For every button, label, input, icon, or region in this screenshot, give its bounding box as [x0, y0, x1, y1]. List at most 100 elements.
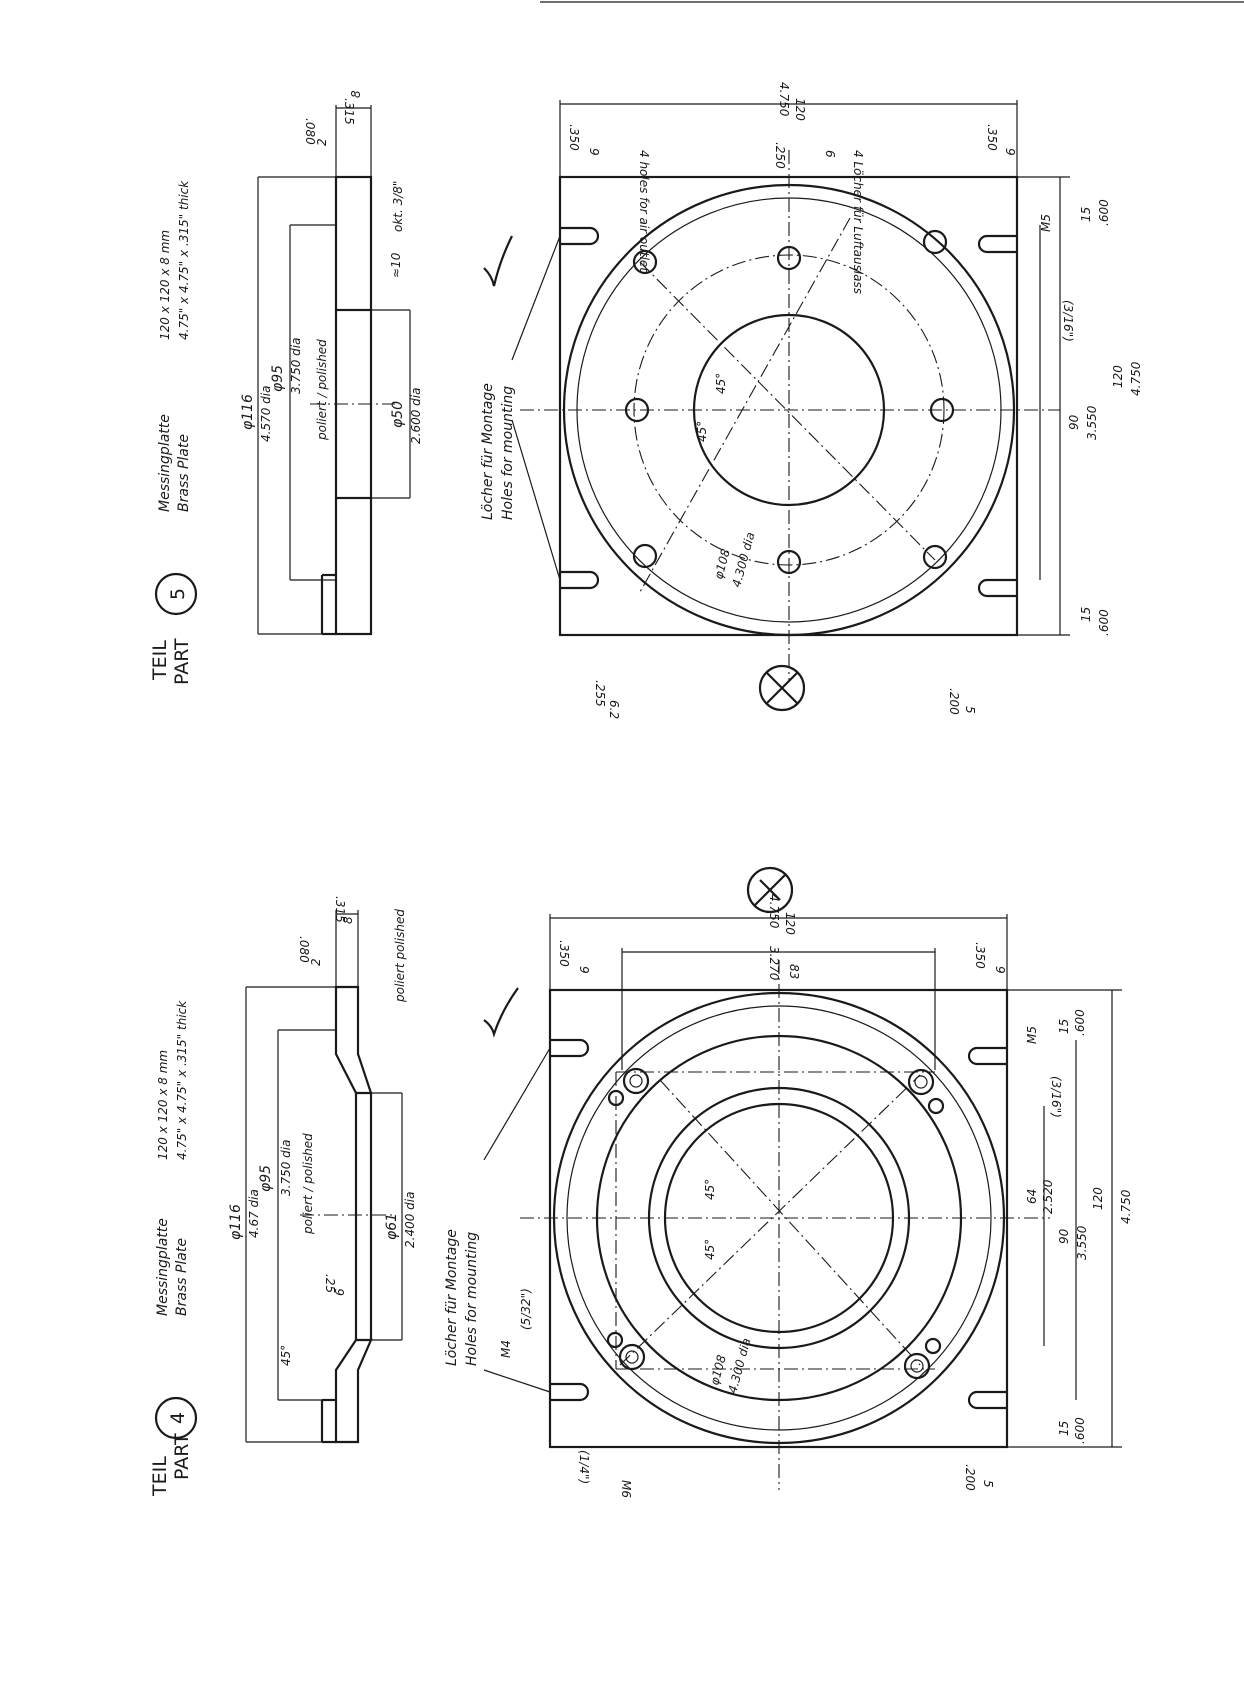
part-5-v90-in: 3.550: [1085, 405, 1099, 440]
part-5-mid-dia-in: 3.750 dia: [289, 338, 303, 394]
part-5-air-hole[interactable]: [922, 229, 948, 255]
part-5-air-hole[interactable]: [776, 245, 802, 271]
part-4-h120: 120: [1091, 1187, 1105, 1210]
part-5-title-en: Brass Plate: [176, 434, 192, 512]
part-4-thickness-mm: 8: [341, 916, 355, 924]
part-4-h120-in: 4.750: [1119, 1189, 1133, 1224]
part-5-offset-mm-top: 15: [1079, 207, 1093, 222]
part-4-outer-dia-in: 4.67 dia: [247, 1189, 261, 1238]
part-5-mount-note-en: Holes for mounting: [500, 386, 516, 520]
part-5-thread-in: (3/16"): [1061, 300, 1075, 342]
part-5-mount-hole[interactable]: [560, 570, 600, 590]
part-4-v64: 64: [1025, 1189, 1039, 1204]
part-5-mount-hole[interactable]: [977, 234, 1017, 254]
part-5-teil-label: TEIL: [149, 640, 171, 681]
part-4-cross-section: 8 .315 2 .080 φ116 4.67 dia φ95 3.750 di…: [228, 896, 417, 1444]
part-5-offset-mm-bottom: 15: [1079, 607, 1093, 622]
part-5-air-hole[interactable]: [624, 397, 650, 423]
part-4-ring-hole[interactable]: [903, 1352, 931, 1380]
part-5-angle-b: 45°: [695, 421, 709, 442]
part-5-inner-dia-in: 2.600 dia: [409, 388, 423, 444]
part-4-small-hole[interactable]: [606, 1331, 624, 1349]
part-4-step-in: .080: [297, 936, 311, 963]
part-5-air-hole[interactable]: [632, 543, 658, 569]
part-4-title-block: TEIL PART 4 Messingplatte Brass Plate 12…: [149, 1000, 198, 1497]
part-5-v90: 90: [1067, 414, 1081, 430]
part-4-title-de: Messingplatte: [155, 1218, 171, 1316]
part-5-edge-in-left: .350: [567, 124, 581, 151]
part-4-edge-mm-left: 9: [577, 966, 591, 974]
part-5-outer-dia: φ116: [240, 394, 256, 430]
part-4-angle-b: 45°: [703, 1239, 717, 1260]
part-4-inner-mm: 83: [787, 964, 801, 979]
part-5-inner-dia: φ50: [390, 401, 406, 428]
part-4-thread-top-in: (3/16"): [1049, 1076, 1063, 1118]
part-4-v90: 90: [1057, 1228, 1071, 1244]
part-5-number: 5: [167, 588, 189, 600]
part-4-size-mm: 120 x 120 x 8 mm: [156, 1050, 170, 1160]
part-4-thread-side-in: (5/32"): [519, 1288, 533, 1330]
part-5-ok-note: okt. 3/8": [391, 181, 405, 232]
part-5-crossed-circle-mark: [758, 664, 806, 712]
part-5-cross-section: 8 .315 2 .080 φ116 4.570 dia φ95 3.750 d…: [240, 90, 423, 636]
part-4-edge-in-left: .350: [557, 940, 571, 967]
part-5-section-hatch-bottom: [334, 496, 373, 636]
part-4-step-mm: 2: [309, 958, 323, 966]
part-5-bottom-b: 5: [963, 706, 977, 714]
part-5-check-mark: [483, 235, 513, 287]
part-5-part-label: PART: [171, 638, 193, 685]
part-4-ring-hole[interactable]: [910, 1359, 924, 1373]
part-4-ring-hole[interactable]: [629, 1074, 643, 1088]
part-4-pcd-mm: φ108: [707, 1353, 729, 1387]
part-4-teil-label: TEIL: [149, 1456, 171, 1497]
part-5-offset-in-top: .600: [1097, 199, 1111, 226]
part-4-v90-in: 3.550: [1075, 1225, 1089, 1260]
part-4-section-hatch-bottom: [334, 1338, 373, 1444]
part-5-size-in: 4.75" x 4.75" x .315" thick: [177, 180, 191, 340]
part-4-edge-mm-right: 9: [993, 966, 1007, 974]
part-4-inner-dia: φ61: [384, 1213, 400, 1240]
part-5-number-circle: [154, 572, 198, 616]
part-4-step2-mm: 6: [333, 1288, 347, 1296]
part-5-offset-in-bottom: .600: [1097, 609, 1111, 636]
part-4-offset-mm-top: 15: [1057, 1019, 1071, 1034]
part-5-bottom-b-in: .200: [947, 688, 961, 715]
part-5-pcd-mm: φ108: [711, 547, 733, 581]
part-4-mount-note-en: Holes for mounting: [464, 1232, 480, 1366]
part-5-plan-view: 120 4.750 9 .350 9 .350 4 Löcher für Luf…: [480, 82, 1143, 719]
part-4-ring-hole[interactable]: [625, 1350, 639, 1364]
part-4-ring-hole[interactable]: [618, 1343, 646, 1371]
part-5-mount-holes: [560, 226, 1017, 598]
part-4-bottom-b-in: .200: [963, 1464, 977, 1491]
part-5-mount-hole[interactable]: [560, 226, 600, 246]
part-5-hole-size-mm: 6: [823, 150, 837, 158]
part-4-v64-in: 2.520: [1041, 1179, 1055, 1214]
part-4-small-hole[interactable]: [607, 1089, 625, 1107]
part-4-ring-hole[interactable]: [907, 1068, 935, 1096]
part-4-ring-hole[interactable]: [622, 1067, 650, 1095]
part-4-mount-hole[interactable]: [967, 1046, 1007, 1066]
part-4-mount-hole[interactable]: [550, 1038, 590, 1058]
part-4-thread-bottom-in: (1/4"): [577, 1450, 591, 1484]
part-4-pcd-in: 4.300 dia: [725, 1337, 753, 1395]
part-5-mount-hole[interactable]: [977, 578, 1017, 598]
part-4-size-in: 4.75" x 4.75" x .315" thick: [175, 1000, 189, 1160]
part-4-mount-holes: [550, 1038, 1007, 1410]
part-5-edge-mm-right: 9: [1003, 148, 1017, 156]
part-4-mount-hole[interactable]: [550, 1382, 590, 1402]
part-5-edge-in-right: .350: [985, 124, 999, 151]
part-5-air-hole[interactable]: [929, 397, 955, 423]
part-4-ring-hole[interactable]: [914, 1075, 928, 1089]
part-4-small-hole[interactable]: [927, 1097, 945, 1115]
part-4-mount-hole[interactable]: [967, 1390, 1007, 1410]
part-5-air-hole[interactable]: [922, 544, 948, 570]
part-4-crossed-circle-mark: [746, 866, 794, 914]
part-4-section-hatch-top: [334, 985, 373, 1095]
part-4-small-hole[interactable]: [924, 1337, 942, 1355]
part-5-air-hole[interactable]: [632, 249, 658, 275]
part-5-air-hole[interactable]: [776, 549, 802, 575]
part-4-inner-dia-in: 2.400 dia: [403, 1192, 417, 1248]
part-5-thickness-mm: 8: [349, 90, 363, 98]
part-4-plan-view: 120 4.750 83 3.270 9 .350 9 .350 Löcher …: [444, 866, 1133, 1498]
